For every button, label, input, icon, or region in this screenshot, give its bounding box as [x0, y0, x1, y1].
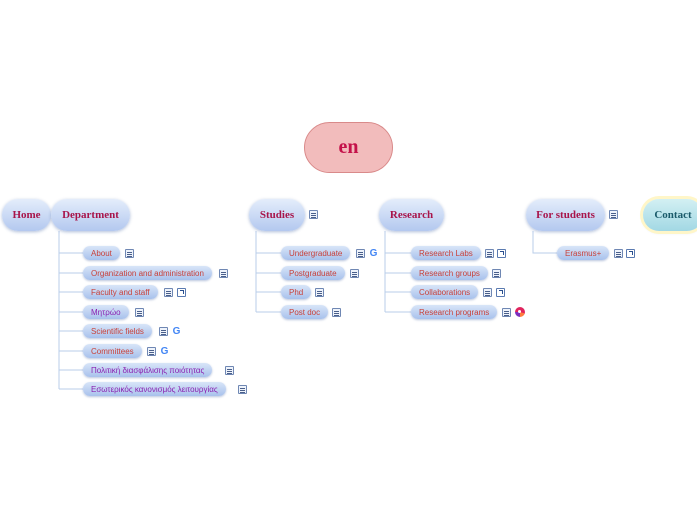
subtopic-internal-regulation[interactable]: Εσωτερικός κανονισμός λειτουργίας [83, 382, 226, 396]
note-icon[interactable] [309, 210, 318, 219]
google-icon[interactable]: G [172, 326, 181, 337]
subtopic-research-labs[interactable]: Research Labs [411, 246, 481, 260]
note-icon[interactable] [147, 347, 156, 356]
subtopic-undergraduate[interactable]: Undergraduate [281, 246, 351, 260]
note-icon[interactable] [485, 249, 494, 258]
subtopic-post-doc[interactable]: Post doc [281, 305, 329, 319]
topic-research[interactable]: Research [379, 199, 444, 231]
subtopic-erasmus[interactable]: Erasmus+ [557, 246, 610, 260]
note-icon[interactable] [125, 249, 134, 258]
subtopic-about[interactable]: About [83, 246, 120, 260]
note-icon[interactable] [350, 269, 359, 278]
note-icon[interactable] [483, 288, 492, 297]
topic-for-students[interactable]: For students [526, 199, 605, 231]
note-icon[interactable] [356, 249, 365, 258]
subtopic-postgraduate[interactable]: Postgraduate [281, 266, 345, 280]
note-icon[interactable] [164, 288, 173, 297]
note-icon[interactable] [609, 210, 618, 219]
link-icon[interactable] [497, 249, 506, 258]
subtopic-mitroo[interactable]: Μητρώο [83, 305, 129, 319]
note-icon[interactable] [135, 308, 144, 317]
note-icon[interactable] [159, 327, 168, 336]
globe-icon[interactable] [515, 307, 525, 317]
subtopic-phd[interactable]: Phd [281, 285, 312, 299]
subtopic-organization[interactable]: Organization and administration [83, 266, 212, 280]
subtopic-research-groups[interactable]: Research groups [411, 266, 488, 280]
note-icon[interactable] [219, 269, 228, 278]
google-icon[interactable]: G [160, 346, 169, 357]
note-icon[interactable] [332, 308, 341, 317]
note-icon[interactable] [315, 288, 324, 297]
note-icon[interactable] [238, 385, 247, 394]
subtopic-committees[interactable]: Committees [83, 344, 142, 358]
topic-home[interactable]: Home [2, 199, 51, 231]
subtopic-research-programs[interactable]: Research programs [411, 305, 498, 319]
link-icon[interactable] [626, 249, 635, 258]
google-icon[interactable]: G [369, 248, 378, 259]
subtopic-faculty[interactable]: Faculty and staff [83, 285, 158, 299]
note-icon[interactable] [614, 249, 623, 258]
subtopic-collaborations[interactable]: Collaborations [411, 285, 479, 299]
note-icon[interactable] [225, 366, 234, 375]
link-icon[interactable] [496, 288, 505, 297]
subtopic-quality-policy[interactable]: Πολιτική διασφάλισης ποιότητας [83, 363, 213, 377]
topic-contact[interactable]: Contact [643, 199, 697, 231]
note-icon[interactable] [492, 269, 501, 278]
central-topic[interactable]: en [304, 122, 393, 173]
subtopic-scientific-fields[interactable]: Scientific fields [83, 324, 152, 338]
link-icon[interactable] [177, 288, 186, 297]
note-icon[interactable] [502, 308, 511, 317]
topic-department[interactable]: Department [51, 199, 130, 231]
topic-studies[interactable]: Studies [249, 199, 305, 231]
